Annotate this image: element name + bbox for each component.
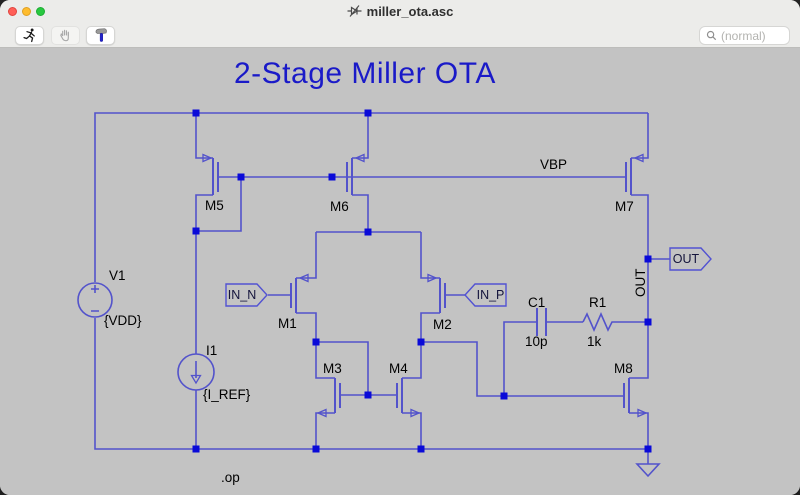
label-i1[interactable]: I1	[206, 343, 218, 358]
label-r1[interactable]: R1	[589, 295, 607, 310]
schematic-title[interactable]: 2-Stage Miller OTA	[234, 57, 496, 90]
search-icon	[706, 30, 717, 41]
label-m3[interactable]: M3	[323, 361, 342, 376]
mosfet-m2	[439, 278, 446, 313]
m4-source-arrow	[410, 408, 421, 418]
spice-directive-op[interactable]: .op	[221, 470, 240, 485]
close-button[interactable]	[8, 7, 17, 16]
label-m1[interactable]: M1	[278, 316, 297, 331]
value-c1[interactable]: 10p	[525, 334, 548, 349]
mosfet-m8	[623, 378, 630, 413]
label-m7[interactable]: M7	[615, 199, 634, 214]
search-field[interactable]: (normal)	[699, 26, 790, 45]
window-title: miller_ota.asc	[366, 3, 454, 19]
running-man-icon	[22, 28, 35, 43]
resistor-r1[interactable]	[582, 312, 615, 332]
net-label-vbp[interactable]: VBP	[540, 157, 568, 172]
junction-dots	[192, 109, 652, 453]
mosfet-m3	[334, 378, 341, 413]
label-v1[interactable]: V1	[109, 268, 126, 283]
net-label-out-vertical[interactable]: OUT	[633, 268, 648, 298]
label-m6[interactable]: M6	[330, 199, 349, 214]
m5-source-arrow	[202, 153, 213, 163]
m8-source-arrow	[637, 408, 648, 418]
value-v1[interactable]: {VDD}	[104, 313, 142, 328]
m6-source-arrow	[354, 153, 365, 163]
wires[interactable]	[94, 112, 670, 464]
voltage-source-v1[interactable]	[77, 282, 113, 318]
port-in-n-shape	[225, 283, 268, 307]
capacitor-c1[interactable]	[536, 308, 547, 336]
zoom-button[interactable]	[36, 7, 45, 16]
label-m8[interactable]: M8	[614, 361, 633, 376]
document-schematic-icon	[347, 5, 362, 17]
mosfet-m4	[396, 378, 403, 413]
label-c1[interactable]: C1	[528, 295, 546, 310]
value-i1[interactable]: {I_REF}	[203, 387, 251, 402]
titlebar: miller_ota.asc	[0, 0, 800, 22]
mosfet-m1	[290, 278, 297, 313]
port-outlines[interactable]	[225, 247, 712, 307]
value-r1[interactable]: 1k	[587, 334, 602, 349]
mosfet-m6	[346, 158, 353, 195]
pan-button[interactable]	[51, 26, 80, 45]
control-panel-button[interactable]	[86, 26, 115, 45]
ground-symbol[interactable]	[635, 463, 661, 478]
port-in-p-shape	[464, 283, 507, 307]
current-source-i1[interactable]	[177, 353, 215, 391]
minimize-button[interactable]	[22, 7, 31, 16]
port-in-n-label[interactable]: IN_N	[227, 288, 257, 302]
mosfet-symbols[interactable]	[202, 153, 648, 418]
hand-icon	[60, 29, 69, 42]
m2-source-arrow	[427, 273, 438, 283]
m3-source-arrow	[316, 408, 327, 418]
hammer-icon	[95, 28, 107, 42]
port-out-label[interactable]: OUT	[672, 252, 700, 266]
label-m2[interactable]: M2	[433, 317, 452, 332]
mosfet-m7	[625, 158, 632, 195]
label-m5[interactable]: M5	[205, 198, 224, 213]
window-chrome: miller_ota.asc	[0, 0, 800, 48]
m1-source-arrow	[298, 273, 309, 283]
port-out-shape	[669, 247, 712, 271]
port-in-p-label[interactable]: IN_P	[476, 288, 505, 302]
run-simulation-button[interactable]	[15, 26, 44, 45]
label-m4[interactable]: M4	[389, 361, 408, 376]
search-placeholder-text: (normal)	[721, 28, 766, 43]
mosfet-m5	[212, 158, 219, 195]
m7-source-arrow	[633, 153, 644, 163]
